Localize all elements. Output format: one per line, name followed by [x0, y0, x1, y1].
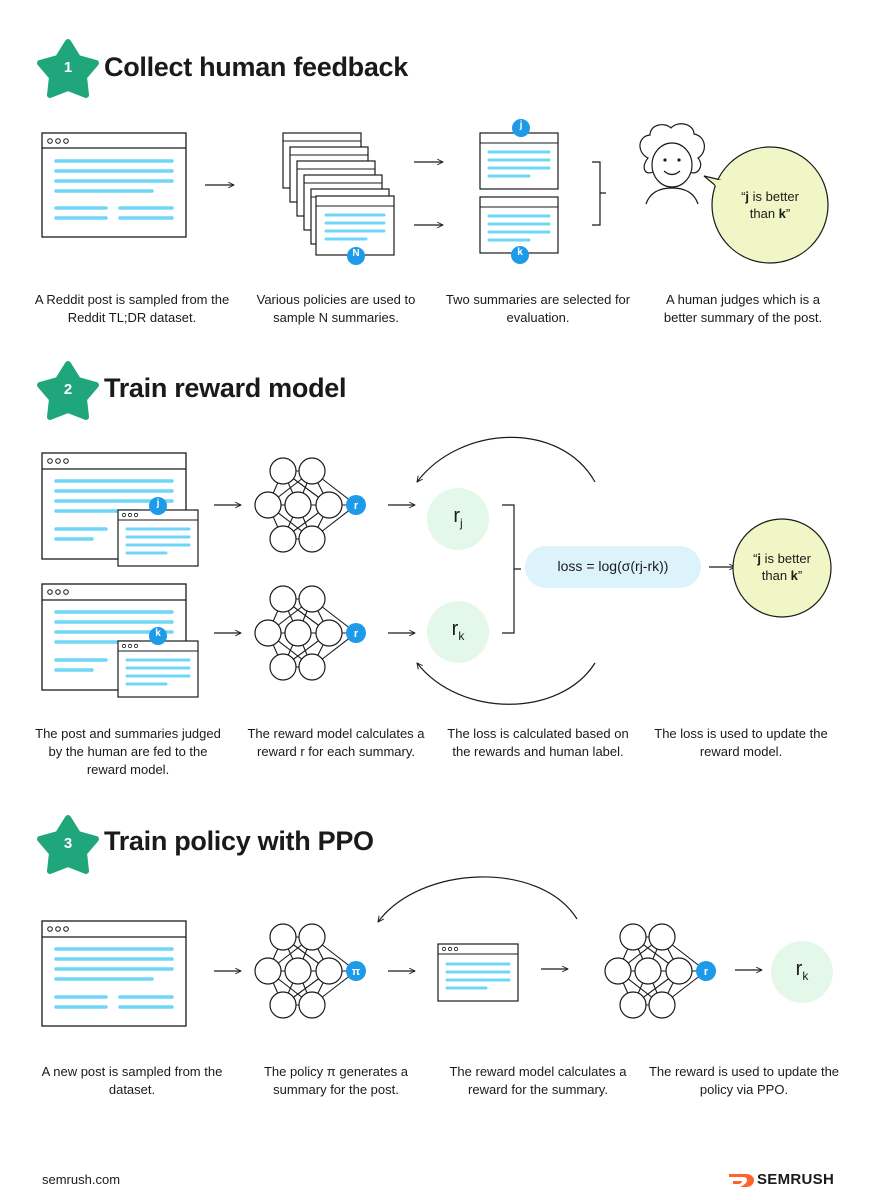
caption-1-2-text: Various policies are used to sample N su…: [256, 292, 416, 325]
caption-1-1: A Reddit post is sampled from the Reddit…: [34, 292, 230, 325]
j-badge-label-2: j: [156, 498, 160, 509]
reward-model-network-ppo: r: [604, 923, 716, 1019]
network-output-node: [346, 623, 366, 643]
generated-summary-window: [437, 943, 519, 1002]
network-node: [284, 619, 312, 647]
network-node: [269, 585, 297, 613]
section-2-title: Train reward model: [104, 373, 347, 403]
bracket-2: [502, 504, 521, 634]
network-node: [315, 957, 343, 985]
reward-rk-circle-ppo: [771, 941, 833, 1003]
network-output-label: r: [354, 500, 359, 512]
stacked-summaries: [282, 132, 395, 265]
network-node: [298, 585, 326, 613]
caption-1-3: Two summaries are selected for evaluatio…: [445, 292, 631, 325]
network-node: [648, 923, 676, 951]
network-node: [284, 957, 312, 985]
reward-model-network-k: r: [254, 585, 366, 681]
network-output-node: [346, 961, 366, 981]
n-badge-label: N: [352, 248, 360, 259]
step-2-number: 2: [63, 381, 73, 398]
network-node: [648, 991, 676, 1019]
new-post-window: [41, 920, 187, 1027]
semrush-logo-icon: [729, 1174, 754, 1187]
network-node: [298, 923, 326, 951]
footer-site[interactable]: semrush.com: [42, 1172, 121, 1187]
network-node: [269, 457, 297, 485]
caption-2-1: The post and summaries judged by the hum…: [35, 726, 221, 777]
caption-3-2: The policy π generates a summary for the…: [263, 1064, 409, 1097]
network-node: [269, 653, 297, 681]
k-badge-label: k: [517, 247, 523, 258]
network-node: [269, 923, 297, 951]
speech-bubble-1-text: “j is better than k”: [741, 189, 799, 221]
network-node: [284, 491, 312, 519]
caption-2-4: The loss is used to update the reward mo…: [654, 726, 828, 759]
j-badge-label: j: [519, 120, 523, 131]
reddit-post-window: [41, 132, 187, 238]
caption-2-2: The reward model calculates a reward r f…: [247, 726, 425, 759]
caption-1-4: A human judges which is a better summary…: [663, 292, 823, 325]
caption-1-2: Various policies are used to sample N su…: [236, 291, 436, 327]
caption-3-1: A new post is sampled from the dataset.: [41, 1064, 223, 1097]
reward-model-network-j: r: [254, 457, 366, 553]
network-node: [298, 457, 326, 485]
network-node: [315, 619, 343, 647]
network-output-node: [346, 495, 366, 515]
reward-rk-label: rk: [451, 618, 465, 643]
reward-rk-circle: [427, 601, 489, 663]
n-badge: [347, 247, 365, 265]
selected-summaries: [479, 119, 559, 264]
feedback-arc-bottom: [417, 663, 596, 705]
network-output-label: r: [354, 628, 359, 640]
section-1-title: Collect human feedback: [104, 52, 408, 82]
post-with-summary-k: [41, 583, 199, 698]
network-node: [634, 957, 662, 985]
loss-formula: loss = log(σ(rj-rk)): [557, 558, 669, 574]
ppo-feedback-arc: [378, 876, 578, 922]
network-node: [254, 619, 282, 647]
network-node: [298, 525, 326, 553]
network-output-label: π: [352, 966, 361, 978]
step-3-badge: [37, 815, 99, 874]
speech-bubble-1: [703, 146, 829, 264]
section-3-title: Train policy with PPO: [104, 826, 374, 856]
network-node: [298, 653, 326, 681]
reward-rk-label-ppo: rk: [795, 958, 809, 983]
network-output-label: r: [704, 966, 709, 978]
speech-bubble-2: [732, 518, 832, 618]
reward-rj-label: rj: [453, 505, 463, 530]
network-node: [619, 923, 647, 951]
network-output-node: [696, 961, 716, 981]
human-figure: [639, 123, 705, 205]
network-node: [254, 957, 282, 985]
caption-3-4: The reward is used to update the policy …: [648, 1064, 840, 1097]
bracket-1: [592, 161, 606, 226]
post-with-summary-j: [41, 452, 199, 567]
network-node: [619, 991, 647, 1019]
network-node: [665, 957, 693, 985]
network-node: [269, 991, 297, 1019]
network-node: [604, 957, 632, 985]
step-1-badge: [37, 39, 99, 98]
speech-bubble-2-text: “j is better than k”: [753, 551, 811, 583]
network-node: [269, 525, 297, 553]
caption-3-3: The reward model calculates a reward for…: [449, 1064, 627, 1097]
network-node: [254, 491, 282, 519]
loss-pill: [525, 546, 701, 588]
step-1-number: 1: [63, 59, 73, 76]
reward-rj-circle: [427, 488, 489, 550]
network-node: [315, 491, 343, 519]
footer-brand: SEMRUSH: [757, 1171, 835, 1188]
step-3-number: 3: [63, 835, 73, 852]
feedback-arc-top: [417, 436, 596, 482]
network-node: [298, 991, 326, 1019]
step-2-badge: [37, 361, 99, 420]
caption-2-3: The loss is calculated based on the rewa…: [447, 726, 629, 759]
policy-network: π: [254, 923, 366, 1019]
k-badge-label-2: k: [155, 628, 161, 639]
